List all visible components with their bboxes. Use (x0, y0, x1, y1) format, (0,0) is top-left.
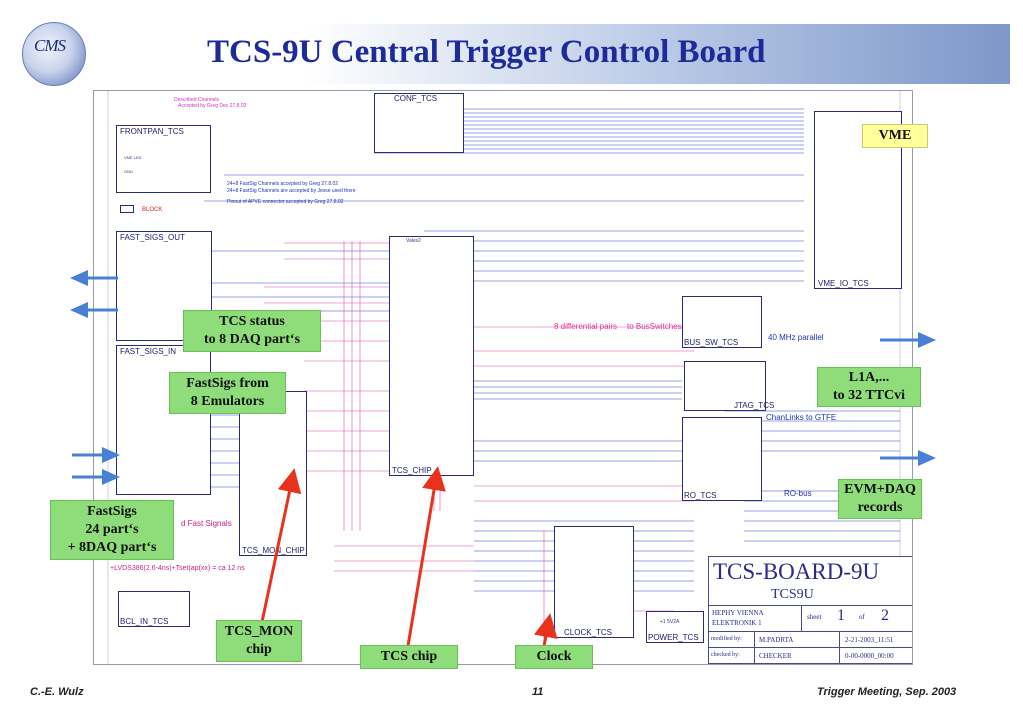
block-frontpan-tcs-label: FRONTPAN_TCS (120, 127, 184, 136)
power-note: +1 5V2A (660, 619, 680, 625)
callout-evm-daq: EVM+DAQ records (838, 479, 922, 519)
checked-by: CHECKER (759, 652, 792, 660)
note-fastpins-1: 24+8 FastSig Channels accepted by Greg 2… (227, 181, 339, 187)
block-tcs-mon-chip (239, 391, 307, 556)
note-fast-signals: d Fast Signals (181, 519, 232, 528)
block-power-tcs (646, 611, 704, 643)
block-power-tcs-label: POWER_TCS (648, 633, 699, 642)
header: CMS TCS-9U Central Trigger Control Board (0, 0, 1023, 92)
callout-tcs-mon-chip: TCS_MON chip (216, 620, 302, 662)
callout-clock: Clock (515, 645, 593, 669)
chip-name: Valex2 (406, 238, 421, 244)
block-vme-io-tcs-label: VME_IO_TCS (818, 279, 869, 288)
block-note: BLOCK (142, 207, 163, 213)
checked-label: checked by: (711, 652, 740, 658)
note-diff-pairs: 8 differential pairs (554, 322, 617, 331)
doc-number: 0-00-0000_00:00 (845, 652, 894, 660)
block-fast-sigs-in (116, 345, 211, 495)
block-ro-tcs-label: RO_TCS (684, 491, 717, 500)
block-clock-tcs-label: CLOCK_TCS (564, 628, 613, 637)
title-block: TCS-BOARD-9U TCS9U HEPHY VIENNA ELEKTRON… (708, 556, 912, 664)
callout-vme-text: VME (878, 128, 912, 143)
note-to-busswitches: to BusSwitches (627, 322, 682, 331)
org-line-1: HEPHY VIENNA (712, 609, 764, 617)
block-bus-sw-tcs-label: BUS_SW_TCS (684, 338, 739, 347)
note-pink-1: Described Channels (174, 97, 220, 103)
block-conf-tcs-label: CONF_TCS (394, 94, 438, 103)
block-fast-sigs-in-label: FAST_SIGS_IN (120, 347, 177, 356)
block-fast-sigs-out-label: FAST_SIGS_OUT (120, 233, 185, 242)
cms-logo-icon (22, 22, 86, 86)
note-pink-2: Accepted by Greg Dec 27.8.02 (178, 103, 247, 109)
callout-l1a: L1A,... to 32 TTCvi (817, 367, 921, 407)
block-small-box (120, 205, 134, 213)
schematic-diagram: CONF_TCS FRONTPAN_TCS VME LED GND BLOCK … (93, 90, 913, 665)
block-tcs-mon-chip-label: TCS_MON_CHIP (242, 546, 305, 555)
block-jtag-tcs-label: JTAG_TCS (734, 401, 775, 410)
block-bus-sw-tcs (682, 296, 762, 348)
block-tcs-chip (389, 236, 474, 476)
callout-fastsigs-parts: FastSigs 24 part‘s + 8DAQ part‘s (50, 500, 174, 560)
block-bcl-in-tcs (118, 591, 190, 627)
slide-title: TCS-9U Central Trigger Control Board (207, 34, 766, 70)
note-fastpins-3: Pinout of APVE connector accepted by Gre… (227, 199, 344, 205)
modified-date: 2-21-2003_11:51 (845, 636, 894, 644)
footer-author: C.-E. Wulz (30, 686, 84, 698)
block-conf-tcs (374, 93, 464, 153)
modified-by: M.PADRTA (759, 636, 794, 644)
sheet-total: 2 (881, 607, 889, 624)
block-jtag-tcs (684, 361, 766, 411)
board-name: TCS-BOARD-9U (713, 559, 880, 584)
org-line-2: ELEKTRONIK 1 (712, 619, 762, 627)
modified-label: modified by: (711, 636, 742, 642)
block-ro-tcs (682, 417, 762, 501)
note-lvds-formula: +LVDS386(2.6-4ns)+Tset(ap(xx) = ca 12 ns (110, 565, 245, 572)
callout-tcs-status: TCS status to 8 DAQ part‘s (183, 310, 321, 352)
block-clock-tcs (554, 526, 634, 638)
logo-text: CMS (34, 36, 66, 55)
sheet-number: 1 (837, 607, 845, 624)
block-tcs-chip-label: TCS_CHIP (392, 466, 432, 475)
header-gradient-band (150, 24, 1010, 84)
callout-vme: VME (862, 124, 928, 148)
sheet-label: sheet (807, 613, 822, 621)
note-fastpins-2: 24+8 FastSig Channels are accepted by Je… (227, 188, 356, 194)
block-frontpan-tcs (116, 125, 211, 193)
footer-page-number: 11 (532, 686, 544, 698)
block-bcl-in-tcs-label: BCL_IN_TCS (120, 617, 169, 626)
of-label: of (859, 613, 865, 621)
callout-fastsigs-from: FastSigs from 8 Emulators (169, 372, 286, 414)
note-40mhz-parallel: 40 MHz parallel (768, 333, 824, 342)
callout-tcs-chip: TCS chip (360, 645, 458, 669)
note-chanlinks: ChanLinks to GTFE (766, 413, 837, 422)
note-ro-bus: RO-bus (784, 489, 812, 498)
board-sub: TCS9U (771, 587, 814, 602)
footer-event: Trigger Meeting, Sep. 2003 (817, 686, 957, 698)
